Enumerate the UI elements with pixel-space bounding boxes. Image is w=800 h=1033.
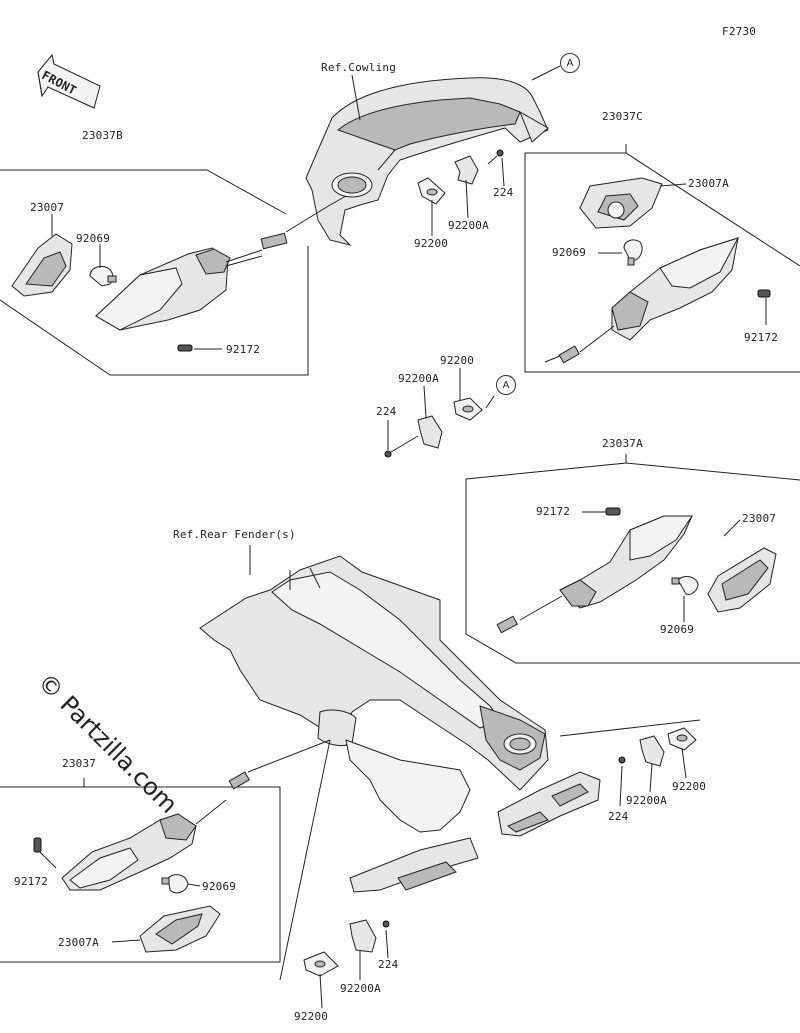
group-23037b-frame: [0, 169, 309, 376]
ref-rear-fender-label: Ref.Rear Fender(s): [173, 528, 296, 541]
front-cowling-shape: [305, 77, 549, 246]
label-23037b: 23037B: [82, 129, 123, 142]
lens-23007-front-left: [11, 233, 73, 297]
group-23037-frame: [0, 778, 281, 963]
label-92200a-front-cowl: 92200A: [448, 219, 489, 232]
rear-bottom-mount-hardware: [279, 739, 390, 981]
group-23037c-frame: [524, 144, 800, 373]
front-arrow-icon: [37, 53, 101, 109]
label-23007-rear-right: 23007: [742, 512, 777, 525]
label-92172-front-left: 92172: [226, 343, 261, 356]
label-92172-rear-left: 92172: [14, 875, 49, 888]
label-23037a: 23037A: [602, 437, 643, 450]
label-23007a-rear-left: 23007A: [58, 936, 99, 949]
turn-signal-23037a: [496, 515, 693, 634]
screw-92172-front-left: [177, 344, 193, 352]
label-92172-rear-right: 92172: [536, 505, 571, 518]
lens-23007a-rear-left: [139, 905, 221, 953]
figure-code: F2730: [722, 25, 757, 38]
label-224-front-right: 224: [376, 405, 397, 418]
rear-fender-shape: [199, 555, 601, 893]
label-92200a-front-right: 92200A: [398, 372, 439, 385]
label-92069-rear-left: 92069: [202, 880, 237, 893]
label-92069-rear-right: 92069: [660, 623, 695, 636]
label-92200-front-cowl: 92200: [414, 237, 449, 250]
turn-signal-23037b: [95, 204, 331, 331]
label-92069-front-left: 92069: [76, 232, 111, 245]
bulb-92069-front-left: [89, 265, 117, 287]
label-92200-front-right: 92200: [440, 354, 475, 367]
label-92200a-rear-right: 92200A: [626, 794, 667, 807]
turn-signal-23037: [61, 739, 331, 891]
screw-92172-front-right: [757, 289, 771, 298]
group-23037a-frame: [465, 454, 800, 664]
turn-signal-23037c: [544, 237, 740, 364]
bulb-92069-rear-left: [161, 874, 189, 894]
label-92069-front-right: 92069: [552, 246, 587, 259]
bulb-92069-front-right: [623, 239, 643, 266]
rear-right-mount-hardware: [559, 719, 701, 767]
screw-92172-rear-right: [605, 507, 621, 516]
label-92200a-rear-bottom: 92200A: [340, 982, 381, 995]
bulb-92069-rear-right: [671, 576, 699, 595]
label-23007a-front-right: 23007A: [688, 177, 729, 190]
leader-lines: [39, 65, 767, 1009]
label-23037: 23037: [62, 757, 97, 770]
label-92200-rear-bottom: 92200: [294, 1010, 329, 1023]
label-224-rear-bottom: 224: [378, 958, 399, 971]
lens-23007-rear-right: [707, 547, 777, 613]
label-92200-rear-right: 92200: [672, 780, 707, 793]
front-right-mount-hardware: [384, 395, 495, 458]
callout-a-top: A: [560, 53, 580, 73]
label-92172-front-right: 92172: [744, 331, 779, 344]
label-23037c: 23037C: [602, 110, 643, 123]
front-cowl-mount-hardware: [417, 149, 504, 205]
lens-23007a-front-right: [579, 177, 663, 229]
screw-92172-rear-left: [33, 837, 42, 853]
label-224-rear-right: 224: [608, 810, 629, 823]
label-224-front-cowl: 224: [493, 186, 514, 199]
callout-a-mid: A: [496, 375, 516, 395]
ref-cowling-label: Ref.Cowling: [321, 61, 397, 74]
label-23007-front-left: 23007: [30, 201, 65, 214]
